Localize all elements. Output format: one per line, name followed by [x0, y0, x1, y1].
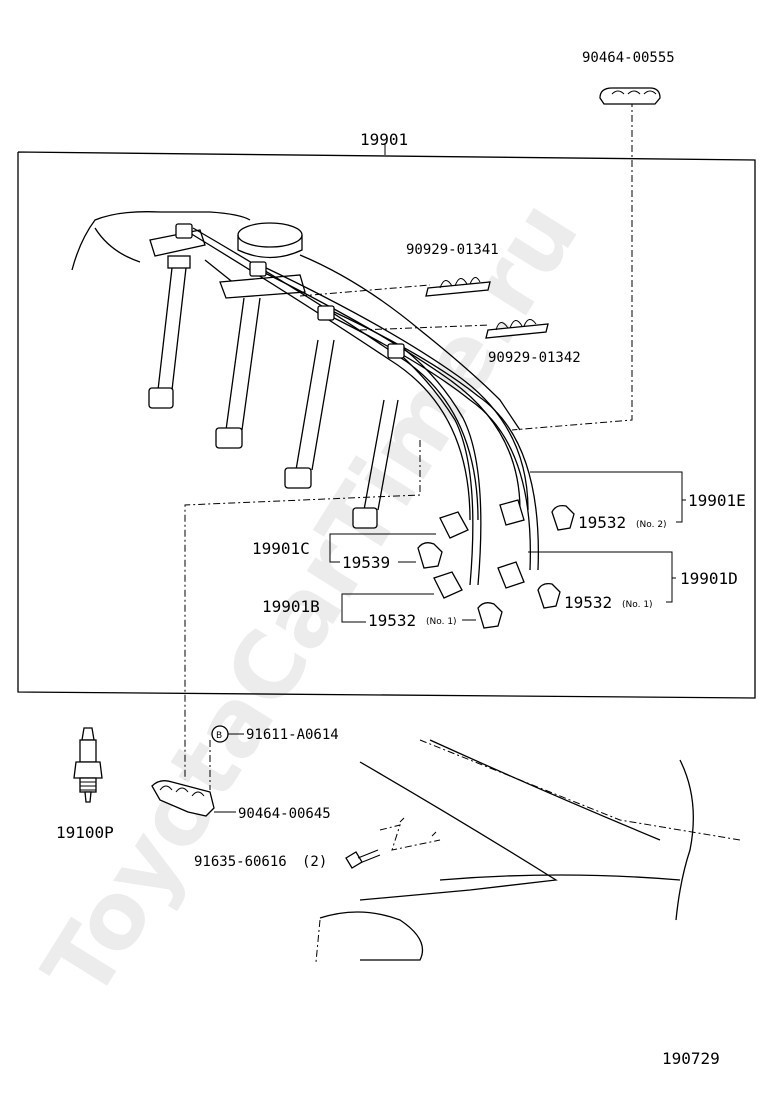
label-bolt: 91635-60616	[194, 854, 287, 870]
label-cap-e: 19532	[578, 513, 626, 532]
cord-end-caps	[433, 499, 525, 599]
label-clamp-b: 90929-01342	[488, 350, 581, 366]
label-cap-d: 19532	[564, 593, 612, 612]
label-clamp-top: 90464-00555	[582, 50, 675, 66]
clamp-90929-01341: 90929-01341	[406, 242, 499, 297]
nut-marker: B	[216, 731, 222, 741]
label-cap-e-note: (No. 2)	[636, 520, 667, 530]
figure-code: 190729	[662, 1049, 720, 1068]
label-cap-b: 19532	[368, 611, 416, 630]
label-cord-set: 19901	[360, 130, 408, 149]
label-cord-b: 19901B	[262, 597, 320, 616]
clamp-90464-00555: 90464-00555	[582, 50, 675, 105]
label-cord-c: 19901C	[252, 539, 310, 558]
label-bolt-qty: (2)	[302, 854, 327, 870]
group-19901e: 19532 (No. 2) 19901E	[530, 471, 746, 532]
group-19901c: 19901C 19539	[252, 533, 443, 572]
leader-lines	[184, 100, 633, 851]
label-cap-d-note: (No. 1)	[622, 600, 653, 610]
nut-91611-a0614: B 91611-A0614	[211, 725, 339, 743]
label-nut: 91611-A0614	[246, 727, 339, 743]
label-cord-e: 19901E	[688, 491, 746, 510]
spark-plug: 19100P	[56, 727, 114, 842]
label-spark-plug: 19100P	[56, 823, 114, 842]
clamp-90464-00645: 90464-00645	[151, 780, 331, 822]
label-cord-d: 19901D	[680, 569, 738, 588]
label-clamp-a: 90929-01341	[406, 242, 499, 258]
body-panel-outline	[315, 739, 741, 963]
label-cap-c: 19539	[342, 553, 390, 572]
group-19901d: 19532 (No. 1) 19901D	[528, 551, 738, 612]
bolt-91635-60616: 91635-60616 (2)	[194, 817, 437, 870]
spark-plug-cords	[175, 223, 540, 586]
group-19901b: 19901B 19532 (No. 1)	[262, 593, 503, 630]
cord-set-frame	[17, 143, 756, 699]
label-cap-b-note: (No. 1)	[426, 617, 457, 627]
label-clamp-bottom: 90464-00645	[238, 806, 331, 822]
clamp-90929-01342: 90929-01342	[485, 319, 581, 366]
